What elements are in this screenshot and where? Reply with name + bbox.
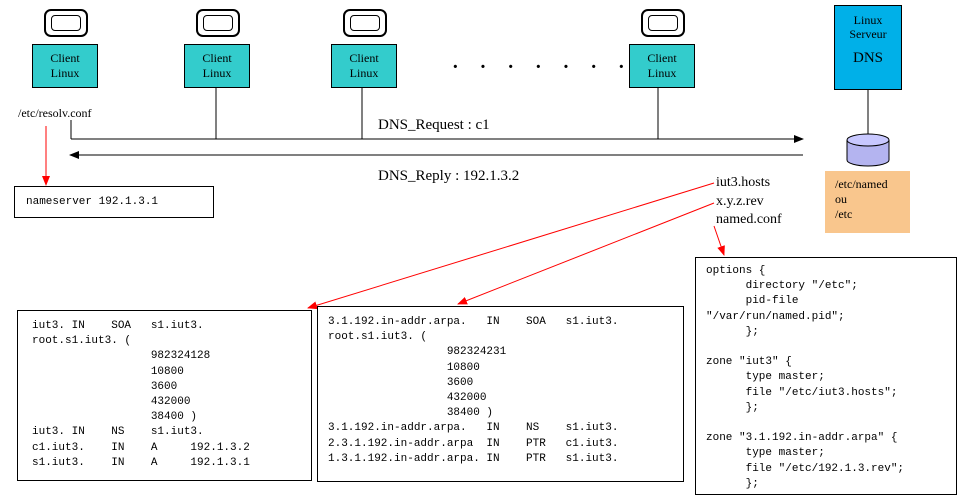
server-label-line3: DNS [852,50,883,66]
client-label-line1: Client [647,51,677,65]
computer-icon [641,9,685,37]
hosts-pointer-arrow [307,182,715,310]
server-label-line1: Linux [853,13,883,27]
server-files-line1: /etc/named [835,177,888,191]
client-config-file-label: /etc/resolv.conf [18,106,92,120]
server-files-line2: ou [835,192,847,206]
client-label-line2: Linux [349,66,379,80]
resolv-conf-box: nameserver 192.1.3.1 [14,186,214,218]
client-linux-4: Client Linux [629,44,695,88]
dns-request-label: DNS_Request : c1 [378,117,490,133]
reverse-zone-file-content: 3.1.192.in-addr.arpa. IN SOA s1.iut3. ro… [328,316,619,465]
server-files-line3: /etc [835,207,853,221]
named-conf-content: options { directory "/etc"; pid-file "/v… [706,265,905,490]
config-file-hosts: iut3.hosts [716,175,771,190]
disk-icon [846,133,890,167]
client-label-line1: Client [202,51,232,65]
config-file-rev: x.y.z.rev [716,194,764,209]
client-label-line2: Linux [647,66,677,80]
dns-reply-label: DNS_Reply : 192.1.3.2 [378,168,520,184]
clients-ellipsis: · · · · · · · [452,56,633,78]
client-linux-2: Client Linux [184,44,250,88]
server-files-location: /etc/named ou /etc [825,171,910,233]
server-label-line2: Serveur [849,27,887,41]
client-label-line2: Linux [202,66,232,80]
client-label-line1: Client [50,51,80,65]
client-label-line1: Client [349,51,379,65]
named-conf-box: options { directory "/etc"; pid-file "/v… [695,257,957,495]
client-linux-3: Client Linux [331,44,397,88]
computer-icon [196,9,240,37]
rev-pointer-arrow [457,202,715,305]
hosts-zone-file-box: iut3. IN SOA s1.iut3. root.s1.iut3. ( 98… [17,310,312,481]
computer-icon [343,9,387,37]
client-linux-1: Client Linux [32,44,98,88]
config-file-named: named.conf [716,212,782,227]
computer-icon [44,9,88,37]
dns-server: Linux Serveur DNS [834,5,902,90]
hosts-zone-file-content: iut3. IN SOA s1.iut3. root.s1.iut3. ( 98… [32,320,250,469]
reverse-zone-file-box: 3.1.192.in-addr.arpa. IN SOA s1.iut3. ro… [317,306,684,482]
resolv-conf-content: nameserver 192.1.3.1 [26,196,159,208]
client-label-line2: Linux [50,66,80,80]
named-conf-pointer-arrow [713,225,725,256]
